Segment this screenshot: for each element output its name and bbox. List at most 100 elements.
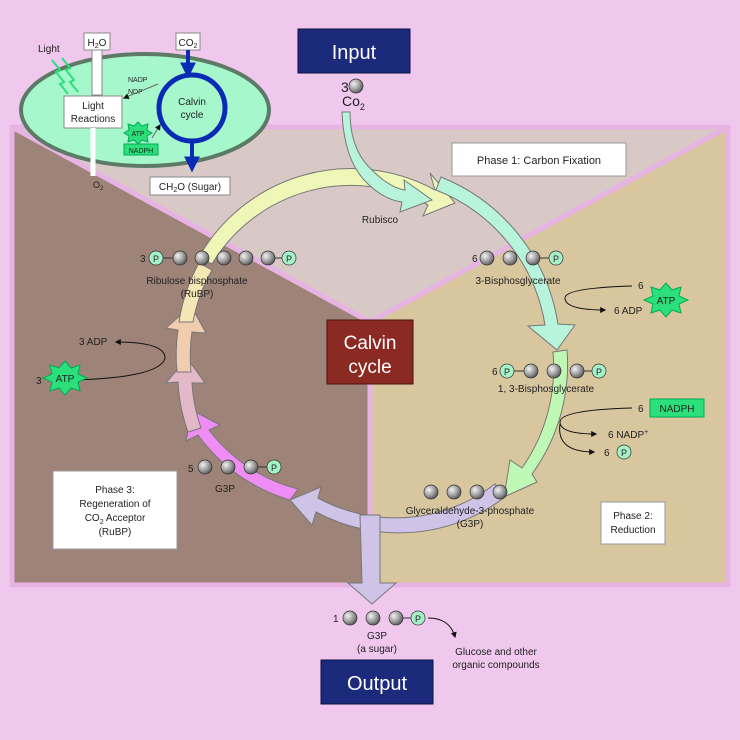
phase2-label-1: Phase 2: bbox=[613, 511, 652, 522]
center-title-line1: Calvin bbox=[344, 333, 397, 354]
phase2-box bbox=[600, 501, 666, 545]
inset-calvin-1: Calvin bbox=[178, 97, 206, 108]
inset-nadph-label: NADPH bbox=[129, 148, 154, 155]
carbon-atom bbox=[502, 250, 518, 266]
sugar-box bbox=[149, 176, 231, 196]
output-g3p: 1 P G3P (a sugar) Glucose and other orga… bbox=[333, 610, 540, 671]
phosphate bbox=[410, 610, 426, 626]
phase3-box bbox=[52, 470, 178, 550]
ring-segment-right-top bbox=[435, 176, 576, 351]
input-co2-count: 3 bbox=[341, 79, 349, 95]
output-g3p-name-1: G3P bbox=[367, 631, 387, 642]
output-product-1: Glucose and other bbox=[455, 647, 537, 658]
inset-energy-arrow bbox=[151, 123, 161, 139]
inset-nadph-badge bbox=[123, 143, 159, 156]
molecule-rubp: 3 P P Ribulose bisphosphate (RuBP) bbox=[140, 250, 297, 300]
inset-nadp-1: NADP bbox=[128, 77, 148, 84]
molecule-g3p-regen: 5 P G3P bbox=[188, 459, 282, 495]
output-label: Output bbox=[347, 673, 407, 695]
carbon-atom bbox=[220, 459, 236, 475]
phosphate bbox=[548, 250, 564, 266]
light-bolt-icon bbox=[61, 57, 79, 93]
phosphate-label: P bbox=[415, 614, 421, 624]
input-box bbox=[297, 28, 411, 74]
ring-segment-left-upper bbox=[178, 262, 213, 323]
h2o-label: H2O bbox=[88, 38, 107, 50]
nadph-arrow-1 bbox=[559, 407, 633, 437]
carbon-atom bbox=[197, 459, 213, 475]
nadph-label: NADPH bbox=[659, 404, 694, 415]
nadph-consumption: 6 NADPH 6 NADP+ 6 P bbox=[559, 398, 705, 460]
phase3-line-1: Phase 3: bbox=[95, 485, 134, 496]
chloroplast-inset: Light H2O CO2 Light Reactions Calvin cyc… bbox=[19, 32, 271, 196]
g3p-name-2: (G3P) bbox=[457, 519, 484, 530]
carbon-atom bbox=[243, 459, 259, 475]
inset-calvin-2: cycle bbox=[181, 110, 204, 121]
h2o-down-arrow bbox=[91, 49, 103, 96]
carbon-atom bbox=[525, 250, 541, 266]
input-arrow bbox=[341, 111, 434, 213]
input-co2-formula: Co2 bbox=[342, 93, 365, 112]
input-label: Input bbox=[332, 42, 377, 64]
rubisco-label: Rubisco bbox=[362, 215, 399, 226]
output-g3p-name-2: (a sugar) bbox=[357, 644, 397, 655]
phase3-line-4: (RuBP) bbox=[99, 527, 132, 538]
ring-segment-right-bottom bbox=[503, 349, 569, 498]
carbon-atom bbox=[446, 484, 462, 500]
phosphate bbox=[266, 459, 282, 475]
inset-nadp-arrow bbox=[122, 83, 159, 99]
atp-consumption-phase2: 6 ATP 6 ADP bbox=[564, 281, 690, 318]
atp-star-icon bbox=[41, 360, 89, 396]
molecule-1-3-bisphosphoglycerate: 6 P P 1, 3-Bisphosglycerate bbox=[492, 363, 607, 395]
ring-segment-left-top bbox=[164, 305, 207, 373]
atp-consumption-phase3: 3 ADP 3 ATP bbox=[36, 337, 166, 396]
atp2-arrow bbox=[564, 285, 633, 313]
bpg13-count: 6 bbox=[492, 367, 498, 378]
inset-o2-label: O2 bbox=[93, 180, 104, 192]
carbon-atom bbox=[569, 363, 585, 379]
bpg13-name: 1, 3-Bisphosglycerate bbox=[498, 384, 595, 395]
carbon-atom bbox=[388, 610, 404, 626]
sugar-label: CH2O (Sugar) bbox=[159, 182, 221, 194]
phosphate bbox=[591, 363, 607, 379]
carbon-atom bbox=[423, 484, 439, 500]
phase3-line-2: Regeneration of bbox=[79, 499, 150, 510]
molecule-g3p: Glyceraldehyde-3-phosphate (G3P) bbox=[406, 484, 535, 530]
cycle-ring bbox=[164, 168, 576, 534]
phase1-label: Phase 1: Carbon Fixation bbox=[477, 155, 601, 167]
carbon-atom bbox=[216, 250, 232, 266]
phosphate-label: P bbox=[271, 463, 277, 473]
light-reactions-box bbox=[63, 95, 123, 129]
center-title-line2: cycle bbox=[348, 357, 391, 378]
g3p-regen-count: 5 bbox=[188, 464, 194, 475]
nadph-count: 6 bbox=[638, 404, 644, 415]
output-product-arrow bbox=[427, 617, 457, 639]
co2-label: CO2 bbox=[179, 38, 198, 50]
g3p-name-1: Glyceraldehyde-3-phosphate bbox=[406, 506, 535, 517]
rubp-name-2: (RuBP) bbox=[181, 289, 214, 300]
input-co2-molecule bbox=[348, 78, 364, 94]
phase2-label-2: Reduction bbox=[610, 525, 655, 536]
carbon-atom bbox=[260, 250, 276, 266]
carbon-atom bbox=[546, 363, 562, 379]
bpg3-count: 6 bbox=[472, 254, 478, 265]
inset-atp-label: ATP bbox=[131, 131, 144, 138]
phase3-line-3: CO2 Acceptor bbox=[85, 513, 146, 526]
center-title-box bbox=[326, 319, 414, 385]
carbon-atom bbox=[469, 484, 485, 500]
phosphate bbox=[616, 444, 632, 460]
carbon-atom bbox=[523, 363, 539, 379]
phosphate-label: P bbox=[153, 254, 159, 264]
rubp-count: 3 bbox=[140, 254, 146, 265]
light-bolt-icon bbox=[51, 59, 69, 95]
g3p-regen-name: G3P bbox=[215, 484, 235, 495]
carbon-atom bbox=[238, 250, 254, 266]
inset-light-label: Light bbox=[38, 44, 60, 55]
rubp-name-1: Ribulose bisphosphate bbox=[146, 276, 248, 287]
inset-nadp-2: NDP bbox=[128, 89, 143, 96]
phosphate-label: P bbox=[553, 254, 559, 264]
phosphate-label: P bbox=[596, 367, 602, 377]
pi-count: 6 bbox=[604, 448, 610, 459]
carbon-atom bbox=[194, 250, 210, 266]
